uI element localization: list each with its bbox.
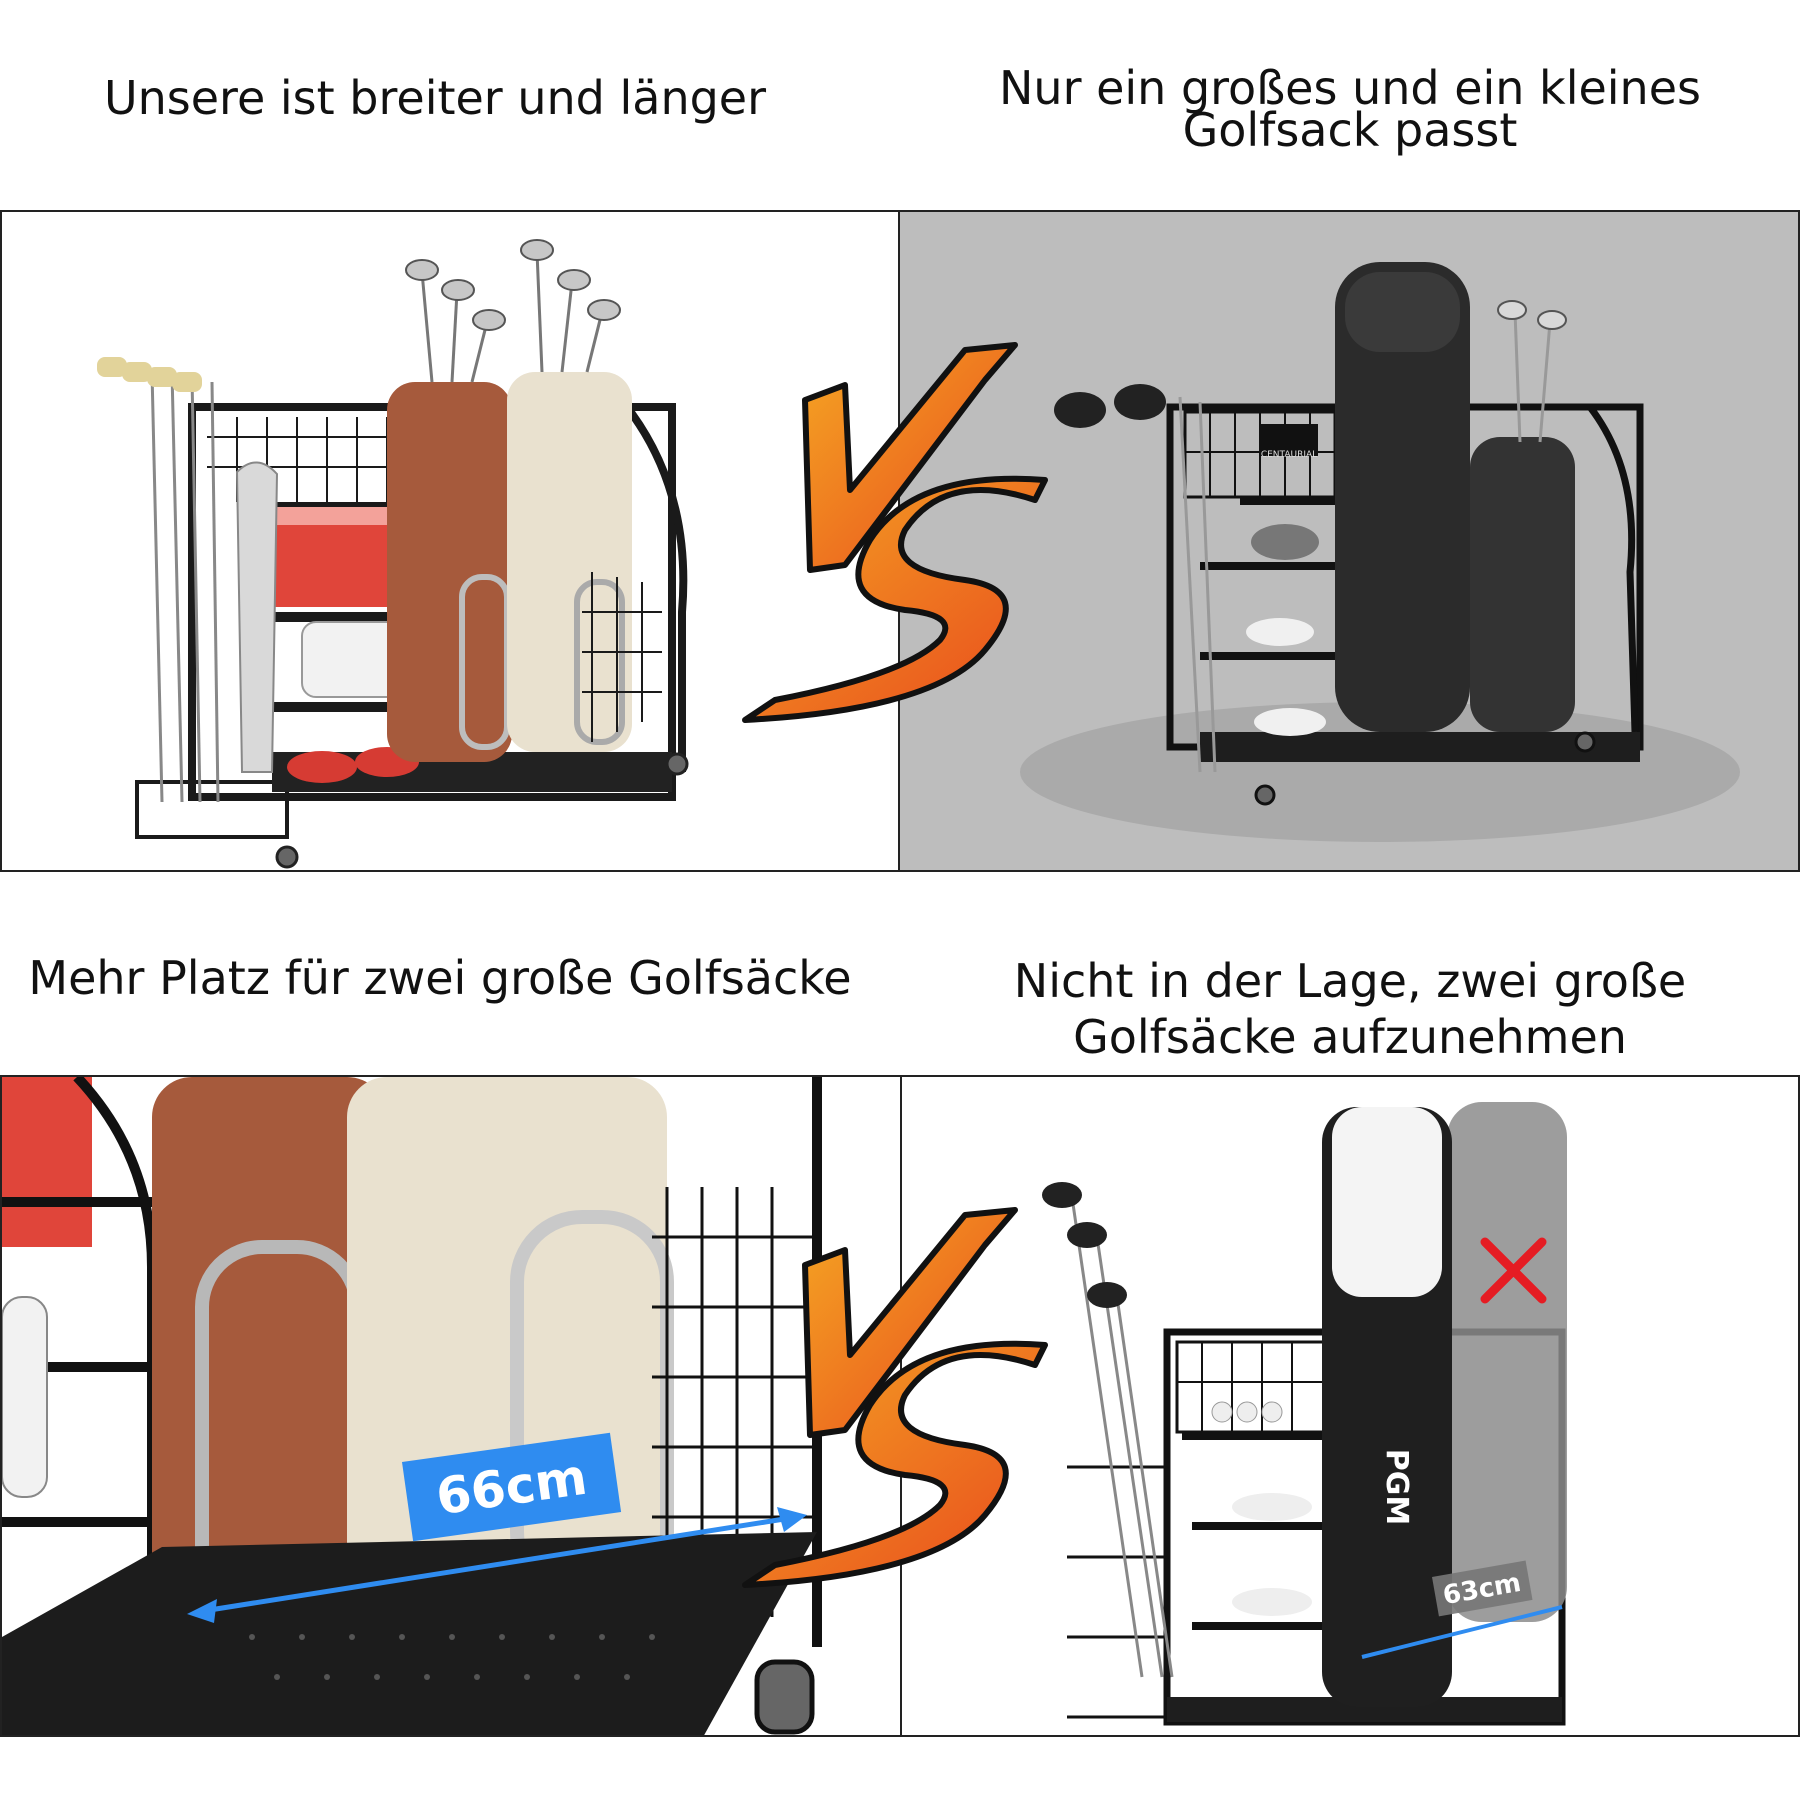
caption-theirs-top-line2: Golfsack passt bbox=[1182, 103, 1518, 157]
panel-theirs-overview: CENTAURIAL bbox=[898, 210, 1800, 872]
caption-ours-bottom: Mehr Platz für zwei große Golfsäcke bbox=[10, 955, 870, 1001]
cross-mark-icon bbox=[1480, 1237, 1547, 1304]
rack-theirs-illustration: CENTAURIAL bbox=[1020, 262, 1740, 842]
caption-theirs-top: Nur ein großes und ein kleines Golfsack … bbox=[930, 65, 1770, 153]
vs-burst-icon: VS bbox=[742, 342, 1048, 723]
caption-theirs-bottom-line2: Golfsäcke aufzunehmen bbox=[1073, 1010, 1627, 1064]
rack-theirs-closeup-illustration: PGM 63cm bbox=[1042, 1102, 1567, 1726]
dimension-arrow-icon bbox=[187, 1507, 807, 1623]
caption-ours-bottom-text: Mehr Platz für zwei große Golfsäcke bbox=[28, 951, 852, 1005]
rack-ours-closeup-illustration: 66cm bbox=[2, 1077, 822, 1735]
caption-ours-top-text: Unsere ist breiter und länger bbox=[103, 71, 767, 125]
vs-burst-icon-bottom bbox=[742, 1207, 1048, 1588]
competitor-brand-label: CENTAURIAL bbox=[1261, 450, 1317, 460]
rack-ours-illustration bbox=[97, 239, 689, 869]
panel-theirs-closeup: PGM 63cm bbox=[900, 1075, 1800, 1737]
bag-brand-label: PGM bbox=[1379, 1449, 1414, 1525]
caption-theirs-bottom-line1: Nicht in der Lage, zwei große bbox=[1013, 954, 1687, 1008]
panel-ours-overview bbox=[0, 210, 900, 872]
caption-theirs-bottom: Nicht in der Lage, zwei große Golfsäcke … bbox=[930, 958, 1770, 1060]
panel-ours-closeup: 66cm bbox=[0, 1075, 902, 1737]
caption-ours-top: Unsere ist breiter und länger bbox=[40, 75, 830, 121]
caption-theirs-top-line1: Nur ein großes und ein kleines bbox=[999, 61, 1701, 115]
